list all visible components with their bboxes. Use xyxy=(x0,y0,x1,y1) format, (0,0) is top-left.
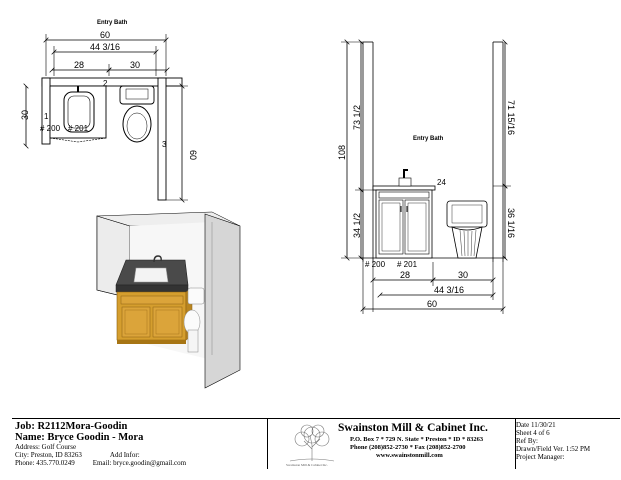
plan-label-201: # 201 xyxy=(68,124,89,133)
address-label: Address: xyxy=(15,443,40,451)
ref-by-field: Ref By: xyxy=(516,437,538,445)
elev-dim-left: 28 xyxy=(400,270,410,280)
plan-label-200: # 200 xyxy=(40,124,61,133)
plan-dim-side: 30 xyxy=(20,110,30,120)
plan-title: Entry Bath xyxy=(97,20,128,26)
plan-dim-middle: 44 3/16 xyxy=(90,42,120,52)
elev-dim-total-height: 108 xyxy=(337,145,347,160)
plan-tag-3: 3 xyxy=(162,140,167,149)
sheet-field: Sheet 4 of 6 xyxy=(516,429,550,437)
job-info: Job: R2112Mora-Goodin Name: Bryce Goodin… xyxy=(15,421,270,467)
elev-dim-upper-left: 73 1/2 xyxy=(352,105,362,130)
logo-caption: Swainston Mill & Cabinet Inc. xyxy=(286,463,328,467)
plan-dim-overall: 60 xyxy=(100,30,110,40)
company-info: Swainston Mill & Cabinet Inc. Swainston … xyxy=(267,419,516,469)
job-number: R2112Mora-Goodin xyxy=(37,421,128,432)
elev-dim-middle: 44 3/16 xyxy=(434,285,464,295)
plan-dim-height: 60 xyxy=(188,150,198,160)
elev-label-201: # 201 xyxy=(397,260,418,269)
company-name: Swainston Mill & Cabinet Inc. xyxy=(338,422,488,434)
plan-tag-1: 1 xyxy=(44,112,49,121)
elev-dim-lower-left: 34 1/2 xyxy=(352,213,362,238)
project-manager-field: Project Manager: xyxy=(516,453,565,461)
address-value: Golf Course xyxy=(41,443,77,451)
cabinet-drawing: Entry Bath 60 44 3/16 28 30 30 60 xyxy=(20,20,516,389)
drawn-field: Drawn/Field Ver. 1:52 PM xyxy=(516,445,591,453)
elev-dim-counter-depth: 24 xyxy=(437,178,446,187)
plan-dim-left: 28 xyxy=(74,60,84,70)
email-value: bryce.goodin@gmail.com xyxy=(113,459,187,467)
phone-label: Phone: xyxy=(15,459,35,467)
perspective-view xyxy=(96,211,241,389)
plan-view: Entry Bath 60 44 3/16 28 30 30 60 xyxy=(20,20,198,200)
client-name: Bryce Goodin - Mora xyxy=(47,432,144,443)
company-address: P.O. Box 7 * 729 N. State * Preston * ID… xyxy=(350,436,484,443)
city-label: City: xyxy=(15,451,30,459)
elevation-view: Entry Bath 108 73 1/2 34 1/2 71 15/16 36… xyxy=(337,42,516,314)
name-label: Name: xyxy=(15,432,45,443)
tree-logo: Swainston Mill & Cabinet Inc. xyxy=(286,424,335,467)
add-infor-label: Add Infor: xyxy=(109,451,140,459)
elevation-title: Entry Bath xyxy=(413,136,444,142)
elev-dim-lower-right: 36 1/16 xyxy=(506,208,516,238)
plan-tag-2: 2 xyxy=(103,79,108,88)
elev-dim-right: 30 xyxy=(458,270,468,280)
company-phone: Phone (208)852-2730 * Fax (208)852-2700 xyxy=(350,444,466,451)
email-label: Email: xyxy=(92,459,112,467)
plan-dim-right: 30 xyxy=(130,60,140,70)
city-value: Preston, ID 83263 xyxy=(30,451,82,459)
phone-value: 435.770.0249 xyxy=(36,459,75,467)
job-label: Job: xyxy=(15,421,35,432)
company-web: www.swainstonmill.com xyxy=(376,452,443,459)
date-field: Date 11/30/21 xyxy=(516,421,556,429)
elev-dim-overall: 60 xyxy=(427,299,437,309)
elev-dim-upper-right: 71 15/16 xyxy=(506,100,516,135)
sheet-info: Date 11/30/21 Sheet 4 of 6 Ref By: Drawn… xyxy=(516,421,620,461)
title-block: Job: R2112Mora-Goodin Name: Bryce Goodin… xyxy=(12,418,620,469)
elev-label-200: # 200 xyxy=(365,260,386,269)
